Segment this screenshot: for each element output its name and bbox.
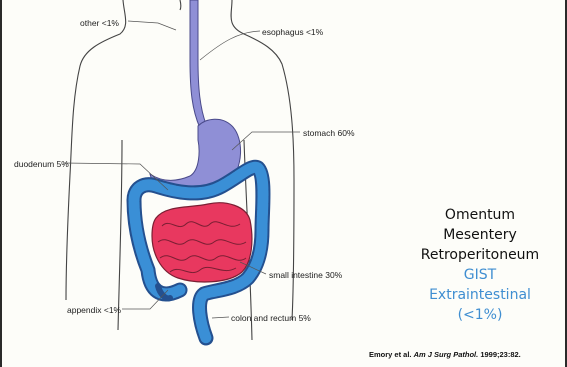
label-stomach: stomach 60%: [303, 128, 355, 138]
extraintestinal-label: Extraintestinal: [400, 285, 560, 305]
label-appendix: appendix <1%: [67, 305, 121, 315]
gist-label: GIST: [400, 265, 560, 285]
citation-authors: Emory et al.: [369, 350, 412, 359]
site-retroperitoneum: Retroperitoneum: [400, 245, 560, 265]
label-other: other <1%: [80, 18, 119, 28]
extraintestinal-percent: (<1%): [400, 305, 560, 325]
site-omentum: Omentum: [400, 205, 560, 225]
citation-journal: Am J Surg Pathol.: [414, 350, 479, 359]
label-esophagus: esophagus <1%: [262, 27, 323, 37]
citation-ref: 1999;23:82.: [480, 350, 520, 359]
small-intestine: [152, 203, 252, 282]
extraintestinal-sites: Omentum Mesentery Retroperitoneum GIST E…: [400, 205, 560, 325]
label-colon-rectum: colon and rectum 5%: [231, 313, 311, 323]
esophagus-stomach: [150, 0, 241, 198]
citation: Emory et al. Am J Surg Pathol. 1999;23:8…: [369, 350, 521, 359]
label-duodenum: duodenum 5%: [14, 159, 69, 169]
site-mesentery: Mesentery: [400, 225, 560, 245]
label-small-intestine: small intestine 30%: [269, 270, 342, 280]
